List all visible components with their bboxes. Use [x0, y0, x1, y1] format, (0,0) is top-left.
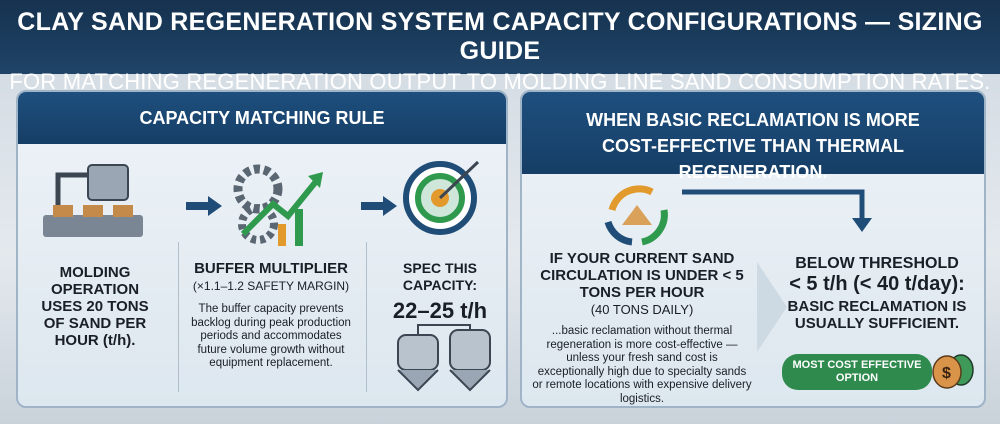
reclamation-panel: WHEN BASIC RECLAMATION IS MORE COST-EFFE… [520, 90, 986, 408]
arrow-right-icon [186, 196, 222, 216]
step3: SPEC THIS CAPACITY: 22–25 t/h [370, 260, 506, 324]
chevron-right-icon [757, 262, 787, 352]
title-banner: CLAY SAND REGENERATION SYSTEM CAPACITY C… [0, 0, 1000, 94]
condition-heading: IF YOUR CURRENT SAND CIRCULATION IS UNDE… [540, 250, 744, 301]
step1-text: MOLDING OPERATION USES 20 TONS OF SAND P… [41, 264, 149, 349]
target-icon [403, 160, 480, 235]
arrow-right-icon [361, 196, 397, 216]
svg-text:$: $ [942, 365, 951, 382]
condition-sub: (40 TONS DAILY) [590, 302, 694, 317]
gears-growth-icon [233, 164, 323, 246]
step3-value: 22–25 t/h [392, 298, 488, 323]
step2-heading: BUFFER MULTIPLIER [194, 260, 348, 277]
step3-heading: SPEC THIS CAPACITY: [402, 260, 478, 293]
result-line1: BELOW THRESHOLD [795, 255, 959, 272]
panel-header: CAPACITY MATCHING RULE [18, 92, 506, 144]
result-line3: BASIC RECLAMATION IS USUALLY SUFFICIENT. [787, 298, 967, 332]
capacity-matching-panel: CAPACITY MATCHING RULE MOLDING OPERATION… [16, 90, 508, 408]
arrow-down-icon [682, 189, 872, 232]
step2: BUFFER MULTIPLIER (×1.1–1.2 SAFETY MARGI… [186, 260, 356, 371]
divider [178, 242, 179, 392]
money-bags-icon: $ [932, 354, 974, 389]
condition-body: ...basic reclamation without thermal reg… [532, 325, 752, 405]
result: BELOW THRESHOLD < 5 t/h (< 40 t/day): BA… [772, 254, 982, 332]
molding-machine-icon [43, 164, 143, 237]
recycle-icon [604, 185, 668, 246]
condition: IF YOUR CURRENT SAND CIRCULATION IS UNDE… [532, 250, 752, 406]
title-line-1: CLAY SAND REGENERATION SYSTEM CAPACITY C… [17, 8, 983, 65]
step2-body: The buffer capacity prevents backlog dur… [191, 303, 351, 369]
silo-icon [397, 324, 491, 392]
panel-header: WHEN BASIC RECLAMATION IS MORE COST-EFFE… [522, 92, 984, 182]
title-line-2: FOR MATCHING REGENERATION OUTPUT TO MOLD… [9, 69, 991, 94]
result-line2: < 5 t/h (< 40 t/day): [789, 273, 965, 295]
divider [366, 242, 367, 392]
step2-sub: (×1.1–1.2 SAFETY MARGIN) [192, 279, 350, 293]
cost-effective-badge: MOST COST EFFECTIVE OPTION [782, 354, 932, 390]
